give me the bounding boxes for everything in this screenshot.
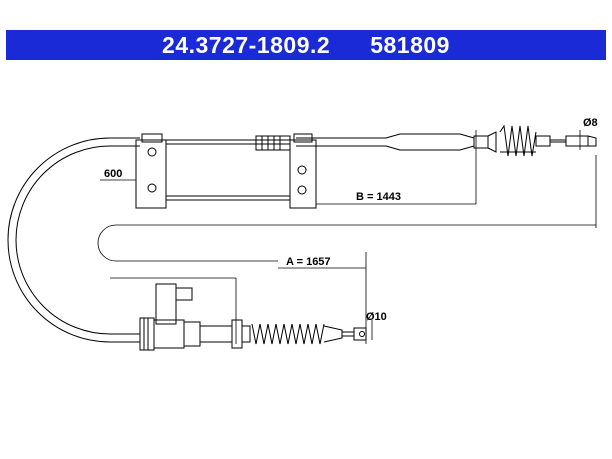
dimension-lines bbox=[97, 130, 597, 344]
part-number: 24.3727-1809.2 bbox=[162, 31, 331, 58]
dimension-labels: 600 B = 1443 A = 1657 Ø8 Ø10 bbox=[104, 117, 598, 323]
label-diameter-8: Ø8 bbox=[583, 117, 598, 129]
label-600: 600 bbox=[104, 168, 122, 180]
upper-bracket bbox=[135, 133, 317, 209]
label-diameter-10: Ø10 bbox=[366, 311, 387, 323]
lower-assembly bbox=[139, 283, 367, 351]
reference-number: 581809 bbox=[370, 31, 450, 58]
upper-cable-end bbox=[385, 124, 597, 157]
title-banner: 24.3727-1809.2 581809 bbox=[6, 30, 606, 60]
cable-sheath bbox=[7, 137, 386, 343]
label-a-length: A = 1657 bbox=[286, 256, 331, 268]
label-b-length: B = 1443 bbox=[356, 191, 401, 203]
